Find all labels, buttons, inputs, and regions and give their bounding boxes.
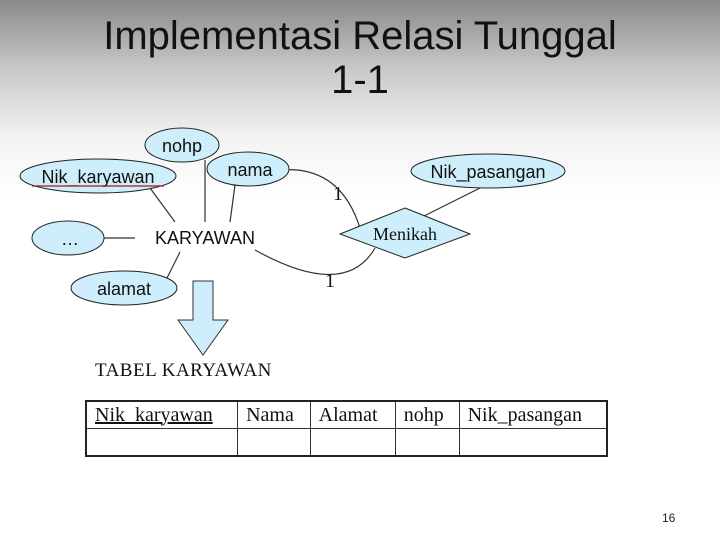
cardinality-top: 1 (333, 183, 343, 205)
table-row (85, 428, 608, 457)
down-arrow-icon (177, 280, 229, 356)
slide-title: Implementasi Relasi Tunggal 1-1 (0, 14, 720, 102)
line-nik-karyawan (149, 187, 176, 223)
column-nik-pasangan: Nik_pasangan (458, 400, 608, 429)
title-line-1: Implementasi Relasi Tunggal (103, 14, 617, 58)
relationship-menikah: Menikah (338, 207, 472, 259)
line-nama (229, 184, 236, 223)
table-cell (394, 428, 460, 457)
attribute-nik-pasangan: Nik_pasangan (410, 153, 566, 189)
table-header-row: Nik_karyawan Nama Alamat nohp Nik_pasang… (85, 400, 608, 429)
line-alamat (164, 251, 181, 283)
karyawan-table: Nik_karyawan Nama Alamat nohp Nik_pasang… (85, 400, 608, 457)
table-cell (85, 428, 239, 457)
column-nik-karyawan: Nik_karyawan (85, 400, 239, 429)
attribute-ellipsis-label: … (61, 229, 79, 249)
attribute-alamat-label: alamat (97, 279, 151, 299)
attribute-ellipsis: … (31, 220, 105, 256)
column-nohp: nohp (394, 400, 460, 429)
line-karyawan-menikah-top (279, 169, 361, 229)
relationship-menikah-label: Menikah (373, 224, 437, 244)
title-line-2: 1-1 (331, 58, 389, 102)
table-cell (237, 428, 311, 457)
attribute-nohp-label: nohp (162, 136, 202, 156)
attribute-nik-karyawan-label: Nik_karyawan (41, 167, 154, 188)
attribute-nama-label: nama (227, 160, 273, 180)
table-caption: TABEL KARYAWAN (95, 360, 272, 381)
cardinality-bottom: 1 (325, 270, 335, 292)
attribute-nik-karyawan: Nik_karyawan (19, 158, 177, 194)
column-alamat: Alamat (309, 400, 396, 429)
page-number: 16 (662, 511, 676, 525)
column-nama: Nama (237, 400, 311, 429)
line-karyawan-menikah-bottom (254, 247, 376, 276)
attribute-nik-pasangan-label: Nik_pasangan (430, 162, 545, 183)
attribute-alamat: alamat (70, 270, 178, 306)
entity-karyawan: KARYAWAN (155, 228, 255, 248)
table-cell (458, 428, 608, 457)
table-cell (309, 428, 396, 457)
attribute-nohp: nohp (144, 127, 220, 163)
attribute-nama: nama (206, 151, 290, 187)
